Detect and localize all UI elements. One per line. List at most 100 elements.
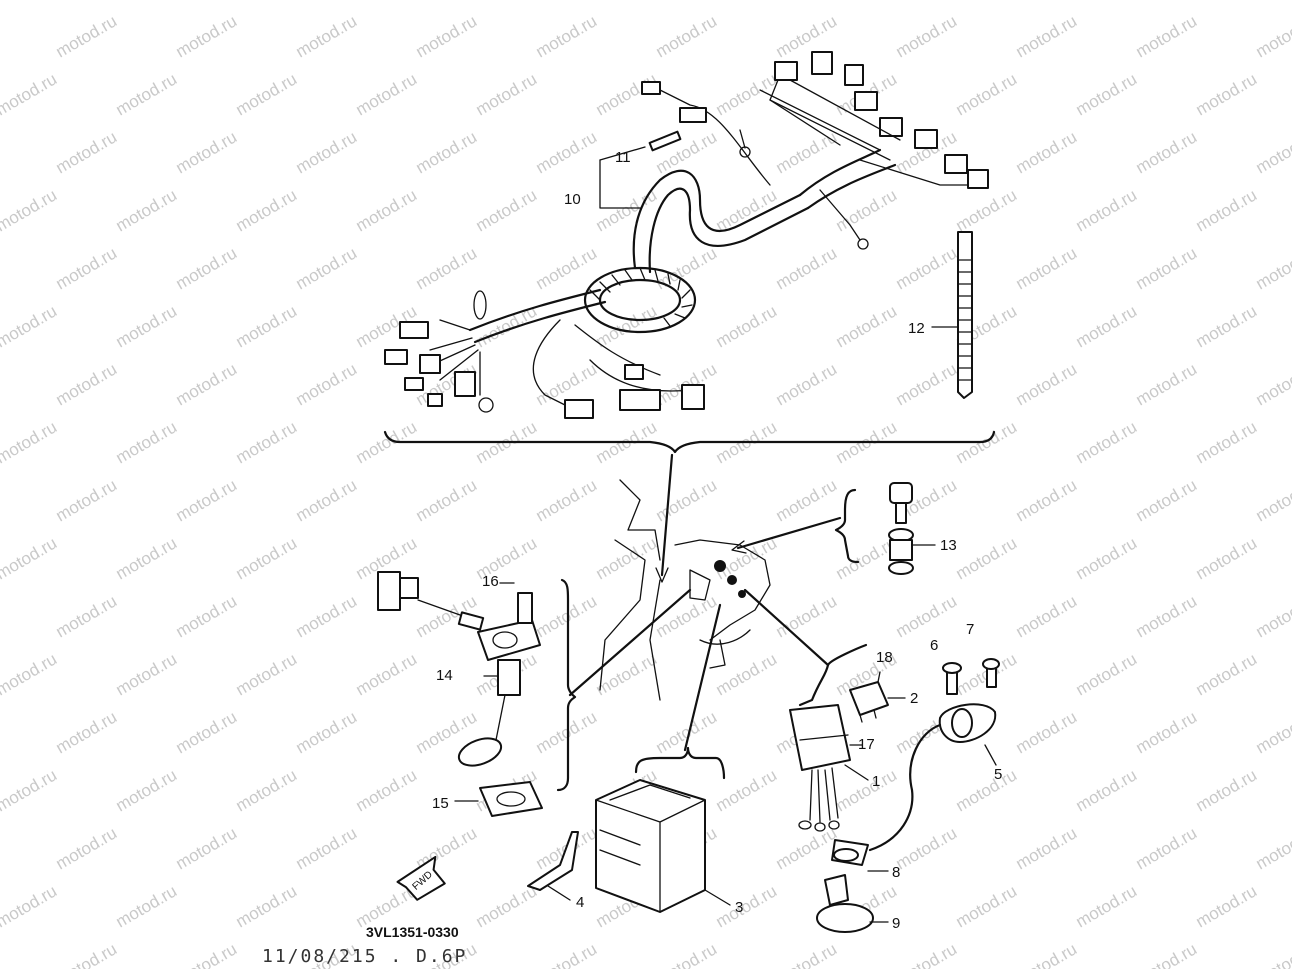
callout-16: 16 bbox=[482, 573, 499, 590]
ignition-parts bbox=[816, 658, 1000, 933]
watermark-text: motod.ru bbox=[1193, 301, 1261, 351]
callout-1: 1 bbox=[872, 773, 880, 790]
watermark-text: motod.ru bbox=[953, 533, 1021, 583]
watermark-text: motod.ru bbox=[1253, 591, 1292, 641]
callout-12: 12 bbox=[908, 320, 925, 337]
watermark-text: motod.ru bbox=[173, 359, 241, 409]
watermark-text: motod.ru bbox=[173, 127, 241, 177]
watermark-text: motod.ru bbox=[173, 707, 241, 757]
watermark-text: motod.ru bbox=[1133, 11, 1201, 61]
watermark-text: motod.ru bbox=[653, 11, 721, 61]
watermark-text: motod.ru bbox=[893, 359, 961, 409]
fuel-sender-14 bbox=[377, 571, 541, 767]
watermark-text: motod.ru bbox=[1073, 765, 1141, 815]
part-13 bbox=[888, 482, 936, 575]
watermark-text: motod.ru bbox=[1133, 939, 1201, 969]
watermark-text: motod.ru bbox=[0, 533, 60, 583]
watermark-text: motod.ru bbox=[1073, 185, 1141, 235]
watermark-text: motod.ru bbox=[1013, 11, 1081, 61]
watermark-text: motod.ru bbox=[773, 475, 841, 525]
watermark-text: motod.ru bbox=[1133, 243, 1201, 293]
watermark-text: motod.ru bbox=[353, 0, 421, 3]
callout-3: 3 bbox=[735, 899, 743, 916]
watermark-text: motod.ru bbox=[53, 11, 121, 61]
watermark-text: motod.ru bbox=[293, 707, 361, 757]
watermark-text: motod.ru bbox=[113, 649, 181, 699]
watermark-text: motod.ru bbox=[53, 939, 121, 969]
watermark-text: motod.ru bbox=[53, 359, 121, 409]
watermark-text: motod.ru bbox=[1133, 707, 1201, 757]
callout-8: 8 bbox=[892, 864, 900, 881]
watermark-text: motod.ru bbox=[773, 359, 841, 409]
watermark-text: motod.ru bbox=[1253, 707, 1292, 757]
watermark-text: motod.ru bbox=[233, 649, 301, 699]
watermark-text: motod.ru bbox=[113, 765, 181, 815]
watermark-text: motod.ru bbox=[233, 765, 301, 815]
watermark-text: motod.ru bbox=[473, 69, 541, 119]
watermark-text: motod.ru bbox=[53, 591, 121, 641]
watermark-text: motod.ru bbox=[833, 765, 901, 815]
watermark-text: motod.ru bbox=[293, 11, 361, 61]
watermark-text: motod.ru bbox=[173, 591, 241, 641]
watermark-text: motod.ru bbox=[1073, 417, 1141, 467]
watermark-text: motod.ru bbox=[0, 881, 60, 931]
watermark-text: motod.ru bbox=[0, 649, 60, 699]
watermark-text: motod.ru bbox=[1253, 11, 1292, 61]
watermark-text: motod.ru bbox=[413, 243, 481, 293]
watermark-text: motod.ru bbox=[533, 127, 601, 177]
watermark-text: motod.ru bbox=[713, 301, 781, 351]
watermark-text: motod.ru bbox=[113, 533, 181, 583]
watermark-text: motod.ru bbox=[953, 881, 1021, 931]
callout-6: 6 bbox=[930, 637, 938, 654]
watermark-text: motod.ru bbox=[1073, 649, 1141, 699]
watermark-text: motod.ru bbox=[1133, 475, 1201, 525]
watermark-text: motod.ru bbox=[1013, 475, 1081, 525]
watermark-text: motod.ru bbox=[1073, 881, 1141, 931]
watermark-text: motod.ru bbox=[353, 69, 421, 119]
fwd-arrow: FWD bbox=[396, 855, 446, 901]
watermark-text: motod.ru bbox=[0, 417, 60, 467]
callout-10: 10 bbox=[564, 191, 581, 208]
diagram-code: 3VL1351-0330 bbox=[366, 924, 459, 940]
watermark-text: motod.ru bbox=[893, 591, 961, 641]
callout-17: 17 bbox=[858, 736, 875, 753]
watermark-text: motod.ru bbox=[113, 881, 181, 931]
watermark-text: motod.ru bbox=[1133, 591, 1201, 641]
watermark-text: motod.ru bbox=[953, 765, 1021, 815]
watermark-text: motod.ru bbox=[893, 823, 961, 873]
watermark-text: motod.ru bbox=[233, 881, 301, 931]
watermark-text: motod.ru bbox=[653, 243, 721, 293]
watermark-text: motod.ru bbox=[293, 823, 361, 873]
watermark-text: motod.ru bbox=[1193, 649, 1261, 699]
watermark-text: motod.ru bbox=[533, 707, 601, 757]
watermark-text: motod.ru bbox=[173, 475, 241, 525]
watermark-text: motod.ru bbox=[713, 533, 781, 583]
watermark-text: motod.ru bbox=[713, 649, 781, 699]
gasket-15 bbox=[454, 781, 543, 817]
watermark-text: motod.ru bbox=[1013, 127, 1081, 177]
watermark-text: motod.ru bbox=[653, 939, 721, 969]
watermark-text: motod.ru bbox=[233, 185, 301, 235]
watermark-text: motod.ru bbox=[1193, 881, 1261, 931]
watermark-text: motod.ru bbox=[773, 591, 841, 641]
watermark-text: motod.ru bbox=[1193, 69, 1261, 119]
group-brackets bbox=[556, 488, 868, 792]
callouts: 10 11 12 13 16 14 15 18 2 6 7 5 17 1 8 9… bbox=[432, 149, 1002, 932]
watermark-text: motod.ru bbox=[293, 127, 361, 177]
cable-tie-12 bbox=[931, 231, 973, 399]
watermark-text: motod.ru bbox=[1073, 69, 1141, 119]
watermark-text: motod.ru bbox=[293, 359, 361, 409]
watermark-text: motod.ru bbox=[413, 127, 481, 177]
watermark-text: motod.ru bbox=[1253, 359, 1292, 409]
watermark-text: motod.ru bbox=[773, 939, 841, 969]
fuse-11 bbox=[599, 130, 682, 209]
watermark-text: motod.ru bbox=[0, 301, 60, 351]
watermark-text: motod.ru bbox=[53, 707, 121, 757]
watermark-text: motod.ru bbox=[1013, 939, 1081, 969]
watermark-text: motod.ru bbox=[653, 127, 721, 177]
callout-14: 14 bbox=[436, 667, 453, 684]
watermark-text: motod.ru bbox=[113, 301, 181, 351]
watermark-text: motod.ru bbox=[0, 185, 60, 235]
watermark-text: motod.ru bbox=[293, 475, 361, 525]
